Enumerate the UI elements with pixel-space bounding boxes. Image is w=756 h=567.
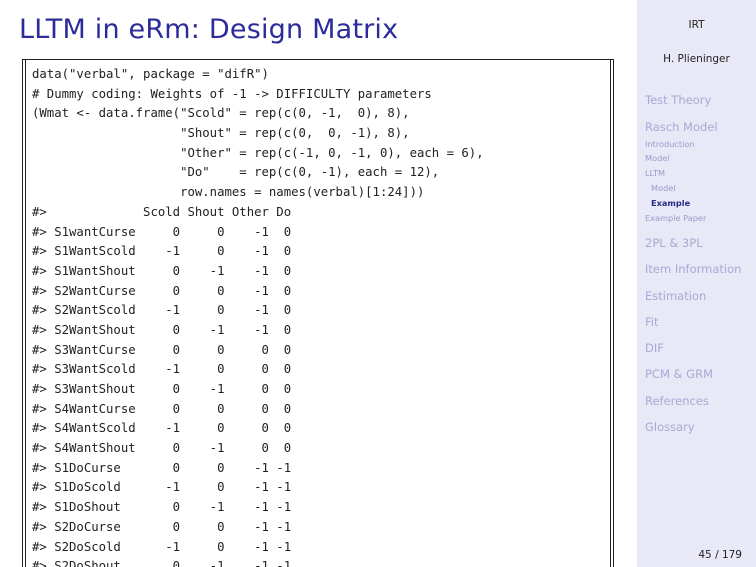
code-line: # Dummy coding: Weights of -1 -> DIFFICU…: [32, 86, 432, 101]
code-line: #> S1DoShout 0 -1 -1 -1: [32, 500, 292, 515]
slide-main: LLTM in eRm: Design Matrix data("verbal"…: [19, 14, 614, 567]
code-line: #> S3WantShout 0 -1 0 0: [32, 382, 292, 396]
code-line: #> S2DoScold -1 0 -1 -1: [32, 539, 292, 554]
code-block: data("verbal", package = "difR") # Dummy …: [22, 59, 614, 567]
code-line: (Wmat <- data.frame("Scold" = rep(c(0, -…: [32, 106, 410, 121]
nav-item-fit[interactable]: Fit: [645, 315, 659, 329]
nav-item-2pl-3pl[interactable]: 2PL & 3PL: [645, 236, 703, 250]
nav-item-model[interactable]: Model: [651, 183, 676, 193]
nav-item-rasch-model[interactable]: Rasch Model: [645, 120, 718, 134]
code-line: "Do" = rep(c(0, -1), each = 12),: [32, 165, 440, 180]
code-line: #> S1WantShout 0 -1 -1 0: [32, 263, 292, 278]
nav-item-pcm-grm[interactable]: PCM & GRM: [645, 367, 713, 381]
nav-item-glossary[interactable]: Glossary: [645, 420, 695, 434]
nav-item-lltm[interactable]: LLTM: [645, 168, 666, 178]
code-line: #> S1DoScold -1 0 -1 -1: [32, 480, 292, 495]
slide-title: LLTM in eRm: Design Matrix: [19, 14, 399, 45]
nav-item-item-information[interactable]: Item Information: [645, 262, 742, 276]
nav-item-dif[interactable]: DIF: [645, 341, 664, 355]
code-line: #> S1WantScold -1 0 -1 0: [32, 244, 292, 259]
code-line: #> Scold Shout Other Do: [32, 204, 292, 219]
nav-item-introduction[interactable]: Introduction: [645, 139, 695, 149]
code-line: #> S4WantShout 0 -1 0 0: [32, 441, 292, 456]
code-line: #> S2WantCurse 0 0 -1 0: [32, 283, 292, 298]
code-line: #> S2WantShout 0 -1 -1 0: [32, 322, 292, 337]
nav-item-example[interactable]: Example: [651, 198, 691, 208]
code-line: #> S1wantCurse 0 0 -1 0: [32, 224, 292, 239]
nav-item-model[interactable]: Model: [645, 153, 670, 163]
code-line: #> S1DoCurse 0 0 -1 -1: [32, 460, 292, 475]
code-line: "Other" = rep(c(-1, 0, -1, 0), each = 6)…: [32, 145, 484, 160]
nav-item-estimation[interactable]: Estimation: [645, 289, 707, 303]
code-line: #> S2DoShout 0 -1 -1 -1: [32, 559, 292, 567]
code-line: #> S3WantCurse 0 0 0 0: [32, 342, 292, 357]
nav-item-test-theory[interactable]: Test Theory: [645, 93, 712, 107]
nav-item-example-paper[interactable]: Example Paper: [645, 213, 707, 223]
sidebar-title: IRT: [688, 19, 705, 31]
page-number: 45 / 179: [698, 549, 742, 561]
code-line: #> S4WantScold -1 0 0 0: [32, 421, 292, 436]
code-line: #> S2WantScold -1 0 -1 0: [32, 303, 292, 318]
code-lines: data("verbal", package = "difR") # Dummy …: [32, 65, 484, 567]
nav-item-references[interactable]: References: [645, 394, 709, 408]
code-line: "Shout" = rep(c(0, 0, -1), 8),: [32, 126, 410, 141]
code-line: #> S2DoCurse 0 0 -1 -1: [32, 519, 292, 534]
code-line: data("verbal", package = "difR"): [32, 67, 269, 81]
code-line: row.names = names(verbal)[1:24])): [32, 185, 425, 200]
sidebar-author: H. Plieninger: [663, 53, 730, 65]
code-line: #> S4WantCurse 0 0 0 0: [32, 401, 292, 416]
code-line: #> S3WantScold -1 0 0 0: [32, 362, 292, 377]
